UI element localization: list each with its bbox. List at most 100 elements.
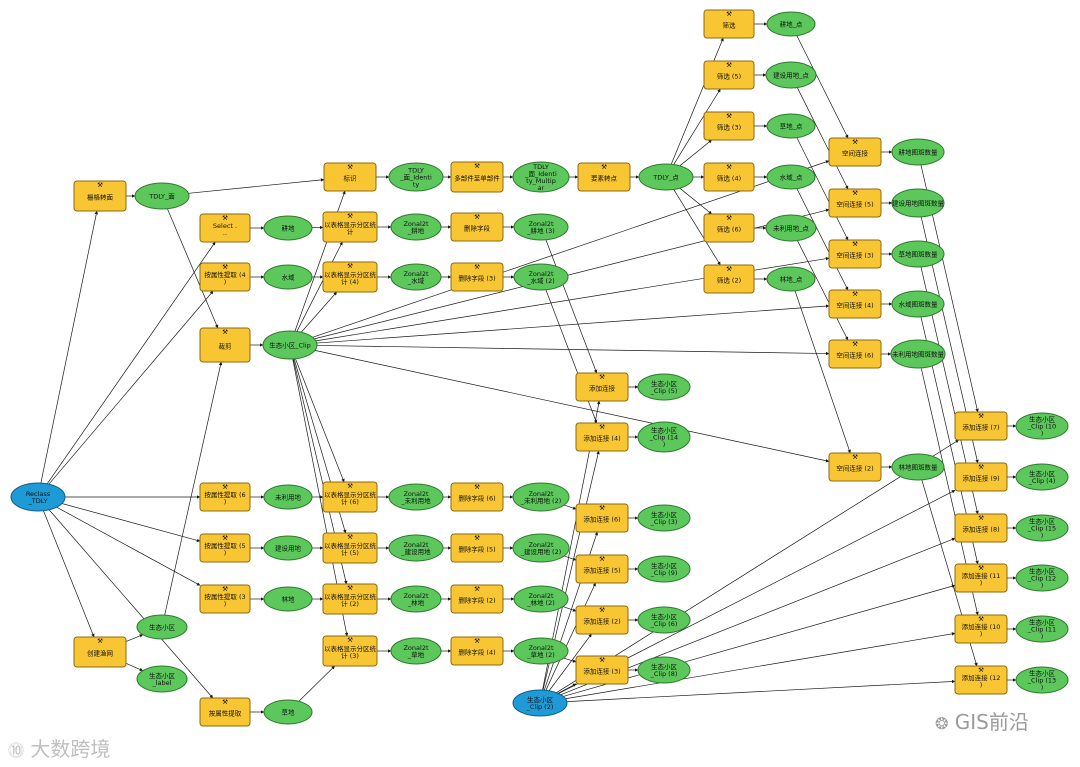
data-node-d_wl[interactable]: 未利用地	[263, 484, 313, 510]
tool-node-t_kj[interactable]: ⚒空间连接	[828, 137, 882, 167]
tool-node-t_tj3[interactable]: ⚒添加连接 (3)	[575, 655, 629, 685]
tool-node-t_sc2[interactable]: ⚒删除字段 (2)	[450, 584, 504, 614]
data-node-d_z6[interactable]: Zonal2t_未利用地	[388, 483, 444, 511]
input-data-node-n_in1[interactable]: Reclass_TDLY	[10, 482, 66, 512]
tool-node-t_tj12[interactable]: ⚒添加连接 (12)	[954, 665, 1008, 695]
data-ellipse[interactable]	[637, 504, 691, 532]
tool-box[interactable]	[322, 211, 378, 243]
tool-box[interactable]	[703, 213, 755, 243]
data-ellipse[interactable]	[766, 11, 816, 37]
data-node-d_z5[interactable]: Zonal2t_建设用地	[388, 534, 444, 562]
data-ellipse[interactable]	[388, 483, 444, 511]
tool-box[interactable]	[577, 162, 631, 192]
tool-box[interactable]	[828, 137, 882, 167]
data-node-d_stxq[interactable]: 生态小区	[136, 614, 188, 640]
data-node-d_c3[interactable]: 生态小区_Clip (3)	[637, 504, 691, 532]
tool-box[interactable]	[575, 554, 629, 584]
data-node-d_c4[interactable]: 生态小区_Clip (4)	[1015, 463, 1069, 491]
tool-box[interactable]	[73, 636, 127, 668]
data-ellipse[interactable]	[513, 213, 569, 241]
data-ellipse[interactable]	[637, 606, 691, 634]
tool-box[interactable]	[199, 213, 251, 243]
data-ellipse[interactable]	[512, 482, 570, 512]
data-ellipse[interactable]	[263, 264, 313, 290]
data-node-d_c6[interactable]: 生态小区_Clip (6)	[637, 606, 691, 634]
data-node-d_c8[interactable]: 生态小区_Clip (8)	[637, 656, 691, 684]
data-ellipse[interactable]	[136, 665, 188, 693]
tool-node-t_sc1[interactable]: ⚒删除字段	[450, 212, 504, 242]
data-node-d_gdp[interactable]: 耕地_点	[766, 11, 816, 37]
data-ellipse[interactable]	[891, 290, 945, 318]
data-ellipse[interactable]	[390, 213, 442, 241]
data-ellipse[interactable]	[513, 585, 569, 613]
tool-node-t_bs[interactable]: ⚒标识	[323, 162, 377, 192]
data-node-d_wlc[interactable]: 未利用地图斑数量	[890, 339, 946, 369]
data-node-d_cd[interactable]: 草地	[263, 699, 313, 725]
tool-node-t_sx[interactable]: ⚒按属性提取	[199, 697, 251, 727]
tool-box[interactable]	[450, 161, 504, 193]
tool-box[interactable]	[575, 655, 629, 685]
data-node-d_zl2[interactable]: Zonal2t_林地 (2)	[513, 585, 569, 613]
tool-node-t_sx_6[interactable]: ⚒筛选 (6)	[703, 213, 755, 243]
tool-box[interactable]	[703, 162, 755, 192]
data-node-d1[interactable]: TDLY_面	[134, 182, 190, 210]
data-node-d_jsc[interactable]: 建设用地图斑数量	[891, 188, 945, 218]
tool-node-t_tj4[interactable]: ⚒添加连接 (4)	[575, 422, 629, 452]
data-ellipse[interactable]	[513, 637, 569, 665]
tool-box[interactable]	[954, 614, 1008, 644]
tool-node-t_sc5[interactable]: ⚒删除字段 (5)	[450, 533, 504, 563]
data-node-d_c9[interactable]: 生态小区_Clip (9)	[637, 555, 691, 583]
tool-box[interactable]	[828, 339, 882, 369]
data-node-d_z1[interactable]: Zonal2t_耕地	[390, 213, 442, 241]
tool-node-t_sx5[interactable]: ⚒按属性提取 (5)	[199, 533, 251, 563]
tool-node-t_cjyw[interactable]: ⚒创建渔网	[73, 636, 127, 668]
data-ellipse[interactable]	[513, 263, 569, 291]
tool-box[interactable]	[199, 697, 251, 727]
tool-node-t_sx3[interactable]: ⚒按属性提取 (3)	[199, 584, 251, 614]
tool-node-t_kj3[interactable]: ⚒空间连接 (3)	[828, 239, 882, 269]
data-ellipse[interactable]	[637, 373, 691, 401]
data-ellipse[interactable]	[1015, 463, 1069, 491]
tool-node-t_tj7[interactable]: ⚒添加连接 (7)	[954, 411, 1008, 441]
tool-box[interactable]	[322, 635, 378, 667]
data-ellipse[interactable]	[10, 482, 66, 512]
data-node-d_syp[interactable]: 水域_点	[766, 164, 816, 190]
tool-box[interactable]	[322, 481, 378, 513]
tool-box[interactable]	[703, 60, 755, 90]
tool-node-t_sx_5[interactable]: ⚒筛选 (5)	[703, 60, 755, 90]
tool-box[interactable]	[199, 533, 251, 563]
data-node-d_stlb[interactable]: 生态小区_label	[136, 665, 188, 693]
tool-box[interactable]	[828, 239, 882, 269]
tool-box[interactable]	[703, 111, 755, 141]
tool-box[interactable]	[73, 180, 127, 212]
data-ellipse[interactable]	[1015, 514, 1069, 542]
data-ellipse[interactable]	[263, 586, 313, 612]
tool-node-t_sx_3[interactable]: ⚒筛选 (3)	[703, 111, 755, 141]
tool-box[interactable]	[954, 563, 1008, 593]
tool-node-t_sx_a[interactable]: ⚒筛选	[703, 9, 755, 39]
data-node-d_zs2[interactable]: Zonal2t_水域 (2)	[513, 263, 569, 291]
data-node-d_c14[interactable]: 生态小区_Clip (14)	[637, 421, 691, 453]
tool-box[interactable]	[828, 289, 882, 319]
data-node-d_syc[interactable]: 水域图斑数量	[891, 290, 945, 318]
tool-box[interactable]	[322, 261, 378, 293]
data-ellipse[interactable]	[1015, 564, 1069, 592]
data-ellipse[interactable]	[765, 214, 817, 242]
tool-node-t_sc3[interactable]: ⚒删除字段 (3)	[450, 262, 504, 292]
data-ellipse[interactable]	[263, 484, 313, 510]
data-ellipse[interactable]	[766, 164, 816, 190]
tool-node-t_tj2[interactable]: ⚒添加连接 (2)	[575, 605, 629, 635]
tool-box[interactable]	[450, 636, 504, 666]
data-node-d_z4[interactable]: Zonal2t_水域	[390, 263, 442, 291]
data-ellipse[interactable]	[766, 113, 816, 139]
tool-box[interactable]	[954, 462, 1008, 492]
tool-box[interactable]	[450, 212, 504, 242]
tool-node-t_tj9[interactable]: ⚒添加连接 (9)	[954, 462, 1008, 492]
tool-box[interactable]	[322, 532, 378, 564]
tool-box[interactable]	[199, 262, 251, 292]
tool-node-t_zs1[interactable]: ⚒以表格显示分区统计	[322, 211, 378, 243]
tool-node-t_zs3[interactable]: ⚒以表格显示分区统计 (3)	[322, 635, 378, 667]
tool-node-t_sx_2[interactable]: ⚒筛选 (2)	[703, 264, 755, 294]
